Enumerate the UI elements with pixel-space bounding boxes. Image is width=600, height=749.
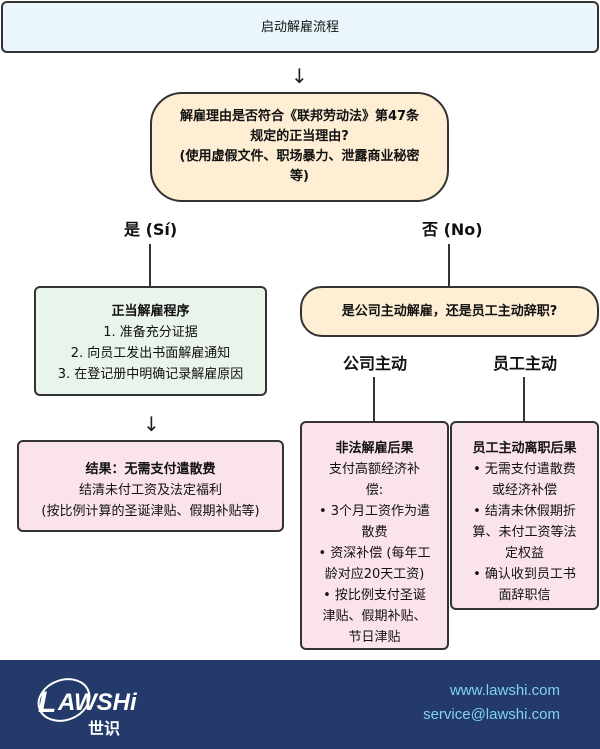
result-title: 结果：无需支付遣散费 <box>85 462 216 477</box>
connector-line <box>523 377 525 421</box>
svg-text:世识: 世识 <box>88 719 120 738</box>
decision-line: 等) <box>290 169 309 184</box>
employee-outcome-line: 面辞职信 <box>498 588 551 603</box>
branch-label-company: 公司主动 <box>343 354 408 373</box>
procedure-step: 1. 准备充分证据 <box>103 325 198 340</box>
arrow-down-icon: ↓ <box>143 412 160 436</box>
employee-resignation-consequence-node: 员工主动离职后果 • 无需支付遣散费 或经济补偿 • 结清未休假期折 算、未付工… <box>450 421 599 610</box>
footer: L AWSHi 世识 www.lawshi.com service@lawshi… <box>0 660 600 749</box>
connector-line <box>448 244 450 286</box>
svg-text:L: L <box>38 686 56 719</box>
procedure-title: 正当解雇程序 <box>111 304 190 319</box>
illegal-dismissal-consequence-node: 非法解雇后果 支付高额经济补 偿: • 3个月工资作为遣 散费 • 资深补偿 (… <box>300 421 449 650</box>
branch-label-employee: 员工主动 <box>493 354 558 373</box>
decision-line: 解雇理由是否符合《联邦劳动法》第47条 <box>179 109 420 124</box>
company-outcome-line: 节日津贴 <box>348 630 401 645</box>
decision-node-who-initiated: 是公司主动解雇，还是员工主动辞职? <box>300 286 599 337</box>
employee-outcome-line: 定权益 <box>504 546 544 561</box>
decision-node-legal-reason: 解雇理由是否符合《联邦劳动法》第47条 规定的正当理由? (使用虚假文件、职场暴… <box>150 92 449 202</box>
branch-label-yes: 是 (Sí) <box>124 220 178 239</box>
connector-line <box>373 377 375 421</box>
company-outcome-line: 龄对应20天工资) <box>324 567 425 582</box>
employee-outcome-line: • 确认收到员工书 <box>473 567 576 582</box>
employee-outcome-line: 算、未付工资等法 <box>472 525 577 540</box>
company-outcome-line: 津贴、假期补贴、 <box>322 609 427 624</box>
company-outcome-line: 散费 <box>361 525 388 540</box>
proper-dismissal-procedure-node: 正当解雇程序 1. 准备充分证据 2. 向员工发出书面解雇通知 3. 在登记册中… <box>34 286 267 396</box>
procedure-step: 2. 向员工发出书面解雇通知 <box>70 346 231 361</box>
company-outcome-line: 支付高额经济补 <box>328 462 420 477</box>
company-outcome-line: • 资深补偿 (每年工 <box>318 546 431 561</box>
employee-outcome-title: 员工主动离职后果 <box>472 441 577 456</box>
svg-text:AWSHi: AWSHi <box>57 689 138 716</box>
arrow-down-icon: ↓ <box>291 64 308 88</box>
result-line: (按比例计算的圣诞津贴、假期补贴等) <box>41 504 260 519</box>
employee-outcome-line: • 结清未休假期折 <box>473 504 576 519</box>
decision-line: 规定的正当理由? <box>250 129 349 144</box>
result-line: 结清未付工资及法定福利 <box>78 483 222 498</box>
company-outcome-title: 非法解雇后果 <box>335 441 414 456</box>
employee-outcome-line: 或经济补偿 <box>491 483 557 498</box>
lawshi-logo: L AWSHi 世识 <box>30 676 170 740</box>
website-link[interactable]: www.lawshi.com <box>449 682 560 699</box>
company-outcome-line: • 按比例支付圣诞 <box>323 588 426 603</box>
start-node: 启动解雇流程 <box>1 1 599 53</box>
connector-line <box>149 244 151 286</box>
question2-label: 是公司主动解雇，还是员工主动辞职? <box>341 304 558 319</box>
branch-label-no: 否 (No) <box>422 220 483 239</box>
email-link[interactable]: service@lawshi.com <box>423 706 560 723</box>
company-outcome-line: 偿: <box>365 483 384 498</box>
employee-outcome-line: • 无需支付遣散费 <box>473 462 576 477</box>
start-label: 启动解雇流程 <box>260 19 339 35</box>
company-outcome-line: • 3个月工资作为遣 <box>318 504 431 519</box>
lawshi-logo-mark: L AWSHi 世识 <box>37 678 138 738</box>
result-no-severance-node: 结果：无需支付遣散费 结清未付工资及法定福利 (按比例计算的圣诞津贴、假期补贴等… <box>17 440 284 532</box>
procedure-step: 3. 在登记册中明确记录解雇原因 <box>57 367 244 382</box>
decision-line: (使用虚假文件、职场暴力、泄露商业秘密 <box>179 149 420 164</box>
